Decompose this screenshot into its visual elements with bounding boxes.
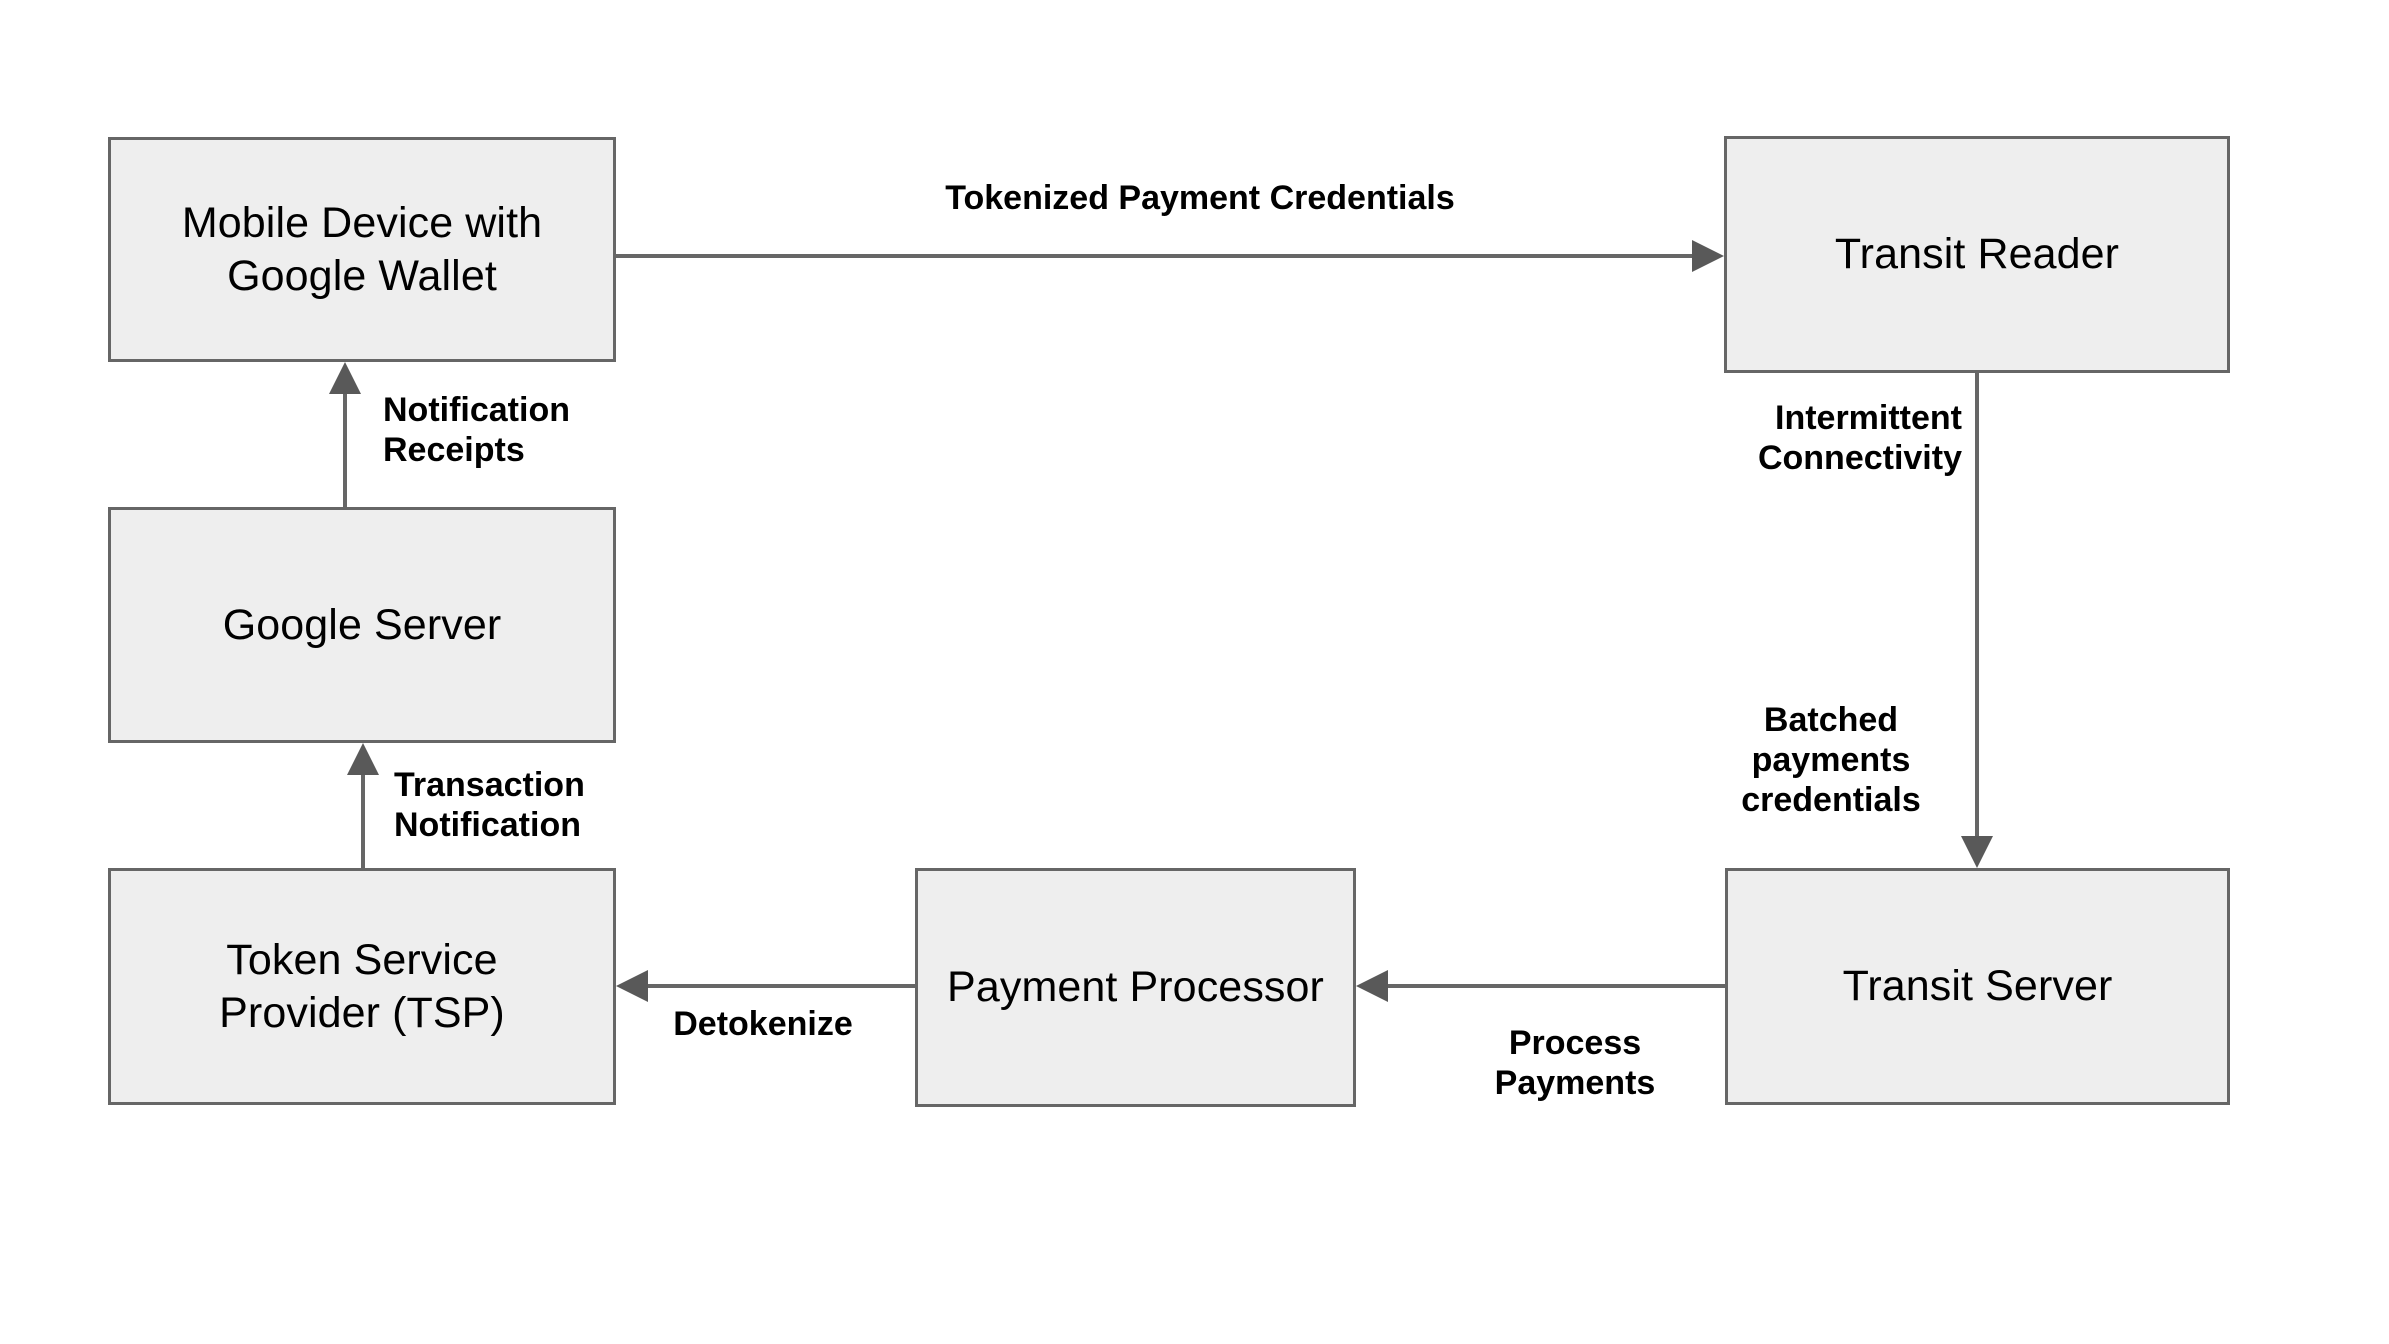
edge-label-detokenize: Detokenize	[673, 1005, 853, 1043]
edge-label-transaction-notification: Transaction Notification	[394, 766, 585, 845]
node-token-service-provider[interactable]: Token Service Provider (TSP)	[108, 868, 616, 1105]
edge-label-notification-receipts: Notification Receipts	[383, 391, 570, 470]
edge-label-batched-payments-credentials: Batched payments credentials	[1741, 701, 1921, 820]
node-payment-processor-label: Payment Processor	[947, 963, 1324, 1012]
connector-intermittent-connectivity	[1961, 373, 1993, 868]
node-mobile-device-label: Mobile Device with Google Wallet	[181, 199, 543, 300]
edge-label-intermittent-connectivity: Intermittent Connectivity	[1757, 399, 1962, 478]
connector-process-payments	[1356, 970, 1725, 1002]
node-mobile-device[interactable]: Mobile Device with Google Wallet	[108, 137, 616, 362]
edge-label-tokenized-payment-credentials: Tokenized Payment Credentials	[945, 179, 1455, 217]
connector-detokenize	[616, 970, 915, 1002]
node-transit-server-label: Transit Server	[1842, 962, 2113, 1011]
node-transit-reader-label: Transit Reader	[1834, 230, 2120, 279]
node-token-service-provider-label: Token Service Provider (TSP)	[219, 936, 505, 1037]
connector-transaction-notification	[347, 743, 379, 868]
edge-label-process-payments: Process Payments	[1494, 1024, 1656, 1103]
connector-notification-receipts	[329, 362, 361, 507]
node-google-server[interactable]: Google Server	[108, 507, 616, 743]
node-google-server-label: Google Server	[222, 600, 502, 649]
node-transit-server[interactable]: Transit Server	[1725, 868, 2230, 1105]
node-payment-processor[interactable]: Payment Processor	[915, 868, 1356, 1107]
node-transit-reader[interactable]: Transit Reader	[1724, 136, 2230, 373]
connector-tokenized-payment-credentials	[616, 240, 1724, 272]
